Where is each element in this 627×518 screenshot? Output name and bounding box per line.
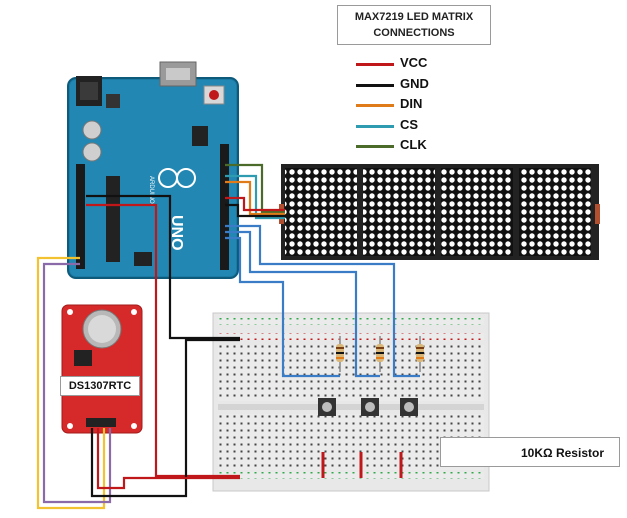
led-matrix-module-strip (279, 164, 600, 260)
legend-item-gnd: GND (356, 76, 456, 92)
legend-label: CLK (400, 137, 427, 152)
pulldown-resistor-2 (376, 336, 384, 372)
wire-button-1 (225, 236, 340, 378)
legend-swatch (356, 104, 394, 107)
legend-swatch (356, 125, 394, 128)
wire-rtc-gnd (90, 338, 240, 498)
push-button-3 (400, 398, 418, 416)
wire-scl (42, 262, 112, 504)
push-button-1 (318, 398, 336, 416)
wire-gnd-main (86, 194, 240, 340)
wire-clk (225, 163, 285, 214)
legend-swatch (356, 84, 394, 87)
diagram-title: MAX7219 LED MATRIX CONNECTIONS (337, 5, 491, 45)
board-name: UNO (168, 215, 185, 251)
led-matrix-3 (441, 168, 513, 256)
legend-item-cs: CS (356, 117, 456, 133)
legend-item-din: DIN (356, 96, 456, 112)
ds1307-rtc-module (61, 304, 143, 434)
legend-label: CS (400, 117, 419, 132)
pulldown-resistor-3 (416, 336, 424, 372)
wires (36, 163, 420, 510)
arduino-uno-board: UNO ARDUINO (67, 61, 239, 279)
wire-button-3 (225, 224, 420, 378)
title-line-2: CONNECTIONS (373, 27, 455, 39)
legend-label: DIN (400, 96, 423, 111)
wire-button-2 (225, 230, 380, 378)
legend-swatch (356, 145, 394, 148)
wire-vcc-main (86, 203, 240, 478)
led-matrix-2 (363, 168, 435, 256)
push-button-2 (361, 398, 379, 416)
wire-sda (36, 256, 106, 510)
legend-swatch (356, 63, 394, 66)
rtc-label: DS1307RTC (60, 376, 140, 396)
board-brand: ARDUINO (148, 176, 154, 204)
resistor-legend: 10KΩ Resistor (440, 437, 620, 467)
led-matrix-1 (285, 168, 357, 256)
legend-label: GND (400, 76, 429, 91)
title-line-1: MAX7219 LED MATRIX (354, 11, 474, 23)
pulldown-resistor-1 (336, 336, 344, 372)
wire-cs (225, 174, 285, 220)
resistor-label: 10KΩ Resistor (521, 446, 604, 460)
wire-din (225, 180, 285, 216)
legend-item-clk: CLK (356, 137, 456, 153)
wire-matrix-gnd (225, 203, 285, 218)
legend-item-vcc: VCC (356, 55, 456, 71)
wire-rtc-vcc (96, 428, 240, 490)
wire-matrix-vcc (225, 196, 285, 212)
led-matrix-4 (519, 168, 591, 256)
legend-label: VCC (400, 55, 428, 70)
